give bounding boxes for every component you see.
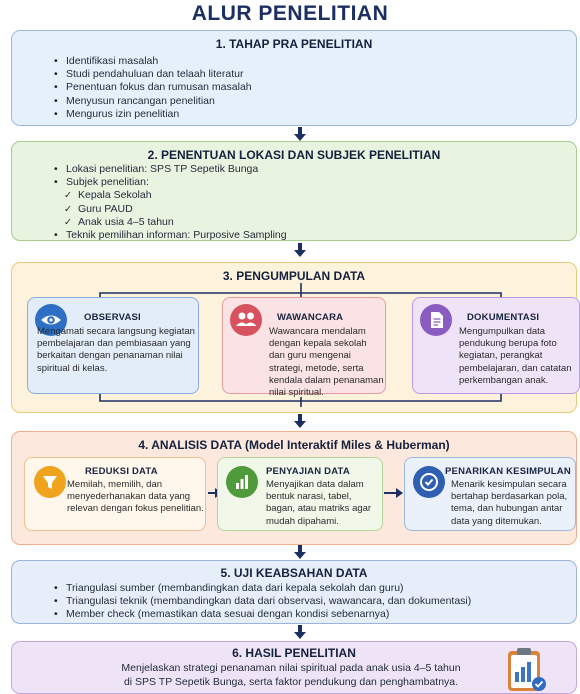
card-penyajian-data: PENYAJIAN DATA Menyajikan data dalam ben… — [217, 457, 383, 531]
section-pra-penelitian: 1. TAHAP PRA PENELITIAN Identifikasi mas… — [11, 30, 577, 126]
down-arrow-icon — [294, 243, 306, 257]
list-item: Identifikasi masalah — [52, 55, 252, 68]
card-reduksi-data: REDUKSI DATA Memilah, memilih, dan menye… — [24, 457, 206, 531]
subject-item: Kepala Sekolah — [60, 189, 287, 202]
section-title: 1. TAHAP PRA PENELITIAN — [215, 37, 373, 51]
list-item: Mengurus izin penelitian — [52, 108, 252, 121]
page-title: ALUR PENELITIAN — [191, 2, 389, 25]
card-penarikan-kesimpulan: PENARIKAN KESIMPULAN Menarik kesimpulan … — [404, 457, 576, 531]
list-item: Triangulasi teknik (membandingkan data d… — [52, 595, 471, 608]
list-item: Studi pendahuluan dan telaah literatur — [52, 68, 252, 81]
card-body: Menyajikan data dalam bentuk narasi, tab… — [266, 479, 372, 527]
list-item: Penentuan fokus dan rumusan masalah — [52, 81, 252, 94]
document-icon — [420, 304, 452, 336]
pra-penelitian-list: Identifikasi masalah Studi pendahuluan d… — [52, 55, 252, 121]
section-analisis-data: 4. ANALISIS DATA (Model Interaktif Miles… — [11, 431, 577, 545]
subject-item: Anak usia 4–5 tahun — [60, 216, 287, 229]
clipboard-chart-icon — [503, 645, 549, 693]
section-title: 4. ANALISIS DATA (Model Interaktif Miles… — [138, 438, 450, 452]
card-title: REDUKSI DATA — [85, 466, 158, 477]
right-arrow-icon — [384, 488, 404, 498]
card-title: OBSERVASI — [84, 312, 141, 323]
card-title: WAWANCARA — [277, 312, 344, 323]
section-title: 6. HASIL PENELITIAN — [232, 646, 356, 660]
card-observasi: OBSERVASI Mengamati secara langsung kegi… — [27, 297, 199, 394]
section-uji-keabsahan: 5. UJI KEABSAHAN DATA Triangulasi sumber… — [11, 560, 577, 624]
list-item: Teknik pemilihan informan: Purposive Sam… — [52, 229, 287, 242]
card-title: PENYAJIAN DATA — [266, 466, 350, 477]
card-body: Menarik kesimpulan secara bertahap berda… — [451, 479, 568, 527]
hasil-line: di SPS TP Sepetik Bunga, serta faktor pe… — [123, 675, 459, 688]
card-title: PENARIKAN KESIMPULAN — [445, 466, 571, 477]
section-title: 5. UJI KEABSAHAN DATA — [220, 566, 368, 580]
bar-chart-icon — [226, 466, 258, 498]
check-circle-icon — [413, 466, 445, 498]
section-hasil-penelitian: 6. HASIL PENELITIAN Menjelaskan strategi… — [11, 641, 577, 694]
lokasi-subjek-list: Lokasi penelitian: SPS TP Sepetik Bunga … — [52, 163, 287, 242]
card-body: Mengumpulkan data pendukung berupa foto … — [459, 326, 572, 386]
card-wawancara: WAWANCARA Wawancara mendalam dengan kepa… — [222, 297, 386, 398]
uji-keabsahan-list: Triangulasi sumber (membandingkan data d… — [52, 582, 471, 622]
down-arrow-icon — [294, 545, 306, 559]
section-title: 3. PENGUMPULAN DATA — [222, 269, 366, 283]
filter-icon — [34, 466, 66, 498]
list-item: Subjek penelitian: — [52, 176, 287, 189]
list-item: Menyusun rancangan penelitian — [52, 95, 252, 108]
section-lokasi-subjek: 2. PENENTUAN LOKASI DAN SUBJEK PENELITIA… — [11, 141, 577, 242]
list-item: Lokasi penelitian: SPS TP Sepetik Bunga — [52, 163, 287, 176]
list-item: Triangulasi sumber (membandingkan data d… — [52, 582, 471, 595]
card-dokumentasi: DOKUMENTASI Mengumpulkan data pendukung … — [412, 297, 580, 394]
hasil-description: Menjelaskan strategi penanaman nilai spi… — [96, 662, 486, 689]
section-pengumpulan-data: 3. PENGUMPULAN DATA OBSERVASI Mengamati … — [11, 262, 580, 413]
people-icon — [230, 304, 262, 336]
down-arrow-icon — [294, 127, 306, 141]
section-title: 2. PENENTUAN LOKASI DAN SUBJEK PENELITIA… — [147, 148, 441, 162]
down-arrow-icon — [294, 625, 306, 639]
eye-icon — [35, 304, 67, 336]
card-body: Memilah, memilih, dan menyederhanakan da… — [67, 479, 204, 515]
list-item: Member check (memastikan data sesuai den… — [52, 608, 471, 621]
subject-item: Guru PAUD — [60, 203, 287, 216]
subject-list: Kepala Sekolah Guru PAUD Anak usia 4–5 t… — [60, 189, 287, 229]
down-arrow-icon — [294, 414, 306, 428]
card-body: Mengamati secara langsung kegiatan pembe… — [37, 326, 195, 374]
connector-lines — [99, 283, 502, 407]
hasil-line: Menjelaskan strategi penanaman nilai spi… — [121, 662, 461, 674]
card-title: DOKUMENTASI — [467, 312, 540, 323]
card-body: Wawancara mendalam dengan kepala sekolah… — [269, 326, 384, 399]
